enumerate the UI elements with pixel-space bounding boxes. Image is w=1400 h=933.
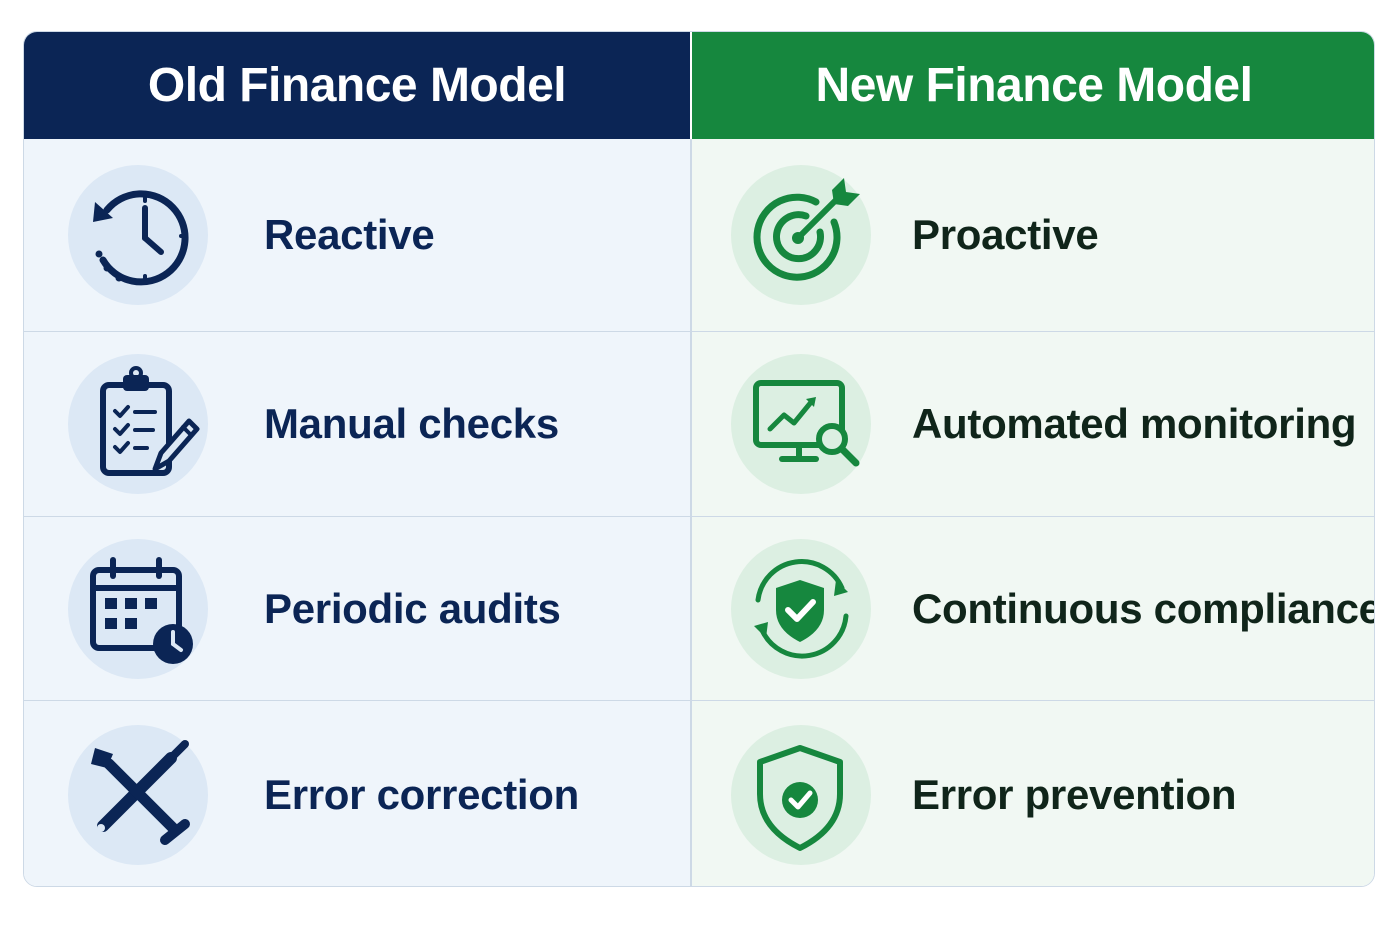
row-divider [24,700,1374,702]
wrench-screwdriver-icon [68,724,208,865]
new-label-error-prevention: Error prevention [912,770,1237,818]
new-row-error-prevention: Error prevention [692,701,1374,886]
calendar-clock-icon [68,538,208,679]
old-label-error-correction: Error correction [264,770,579,818]
old-model-title: Old Finance Model [147,59,567,112]
clipboard-checklist-pencil-icon [68,354,208,494]
new-row-continuous-compliance: Continuous compliance [692,517,1375,700]
clock-history-icon [68,165,208,305]
old-row-manual-checks: Manual checks [24,332,690,516]
comparison-table: Old Finance Model New Finance Model Reac… [23,31,1375,887]
old-row-periodic-audits: Periodic audits [24,517,690,700]
old-label-manual-checks: Manual checks [264,400,559,447]
new-label-continuous-compliance: Continuous compliance [912,584,1375,632]
old-label-periodic-audits: Periodic audits [264,584,561,632]
target-arrow-icon [731,165,871,305]
new-label-proactive: Proactive [912,211,1099,258]
row-divider [24,516,1374,518]
old-row-error-correction: Error correction [24,701,690,886]
column-divider [690,32,692,886]
shield-check-cycle-icon [731,538,871,679]
new-model-header: New Finance Model [692,32,1374,139]
new-row-proactive: Proactive [692,139,1374,331]
monitor-chart-search-icon [731,354,871,494]
new-model-title: New Finance Model [815,59,1253,112]
old-label-reactive: Reactive [264,211,435,258]
new-label-automated-monitoring: Automated monitoring [912,400,1357,447]
shield-check-icon [731,724,871,865]
old-model-header: Old Finance Model [24,32,690,139]
new-row-automated-monitoring: Automated monitoring [692,332,1374,516]
old-row-reactive: Reactive [24,139,690,331]
row-divider [24,331,1374,333]
header-divider [690,32,692,139]
